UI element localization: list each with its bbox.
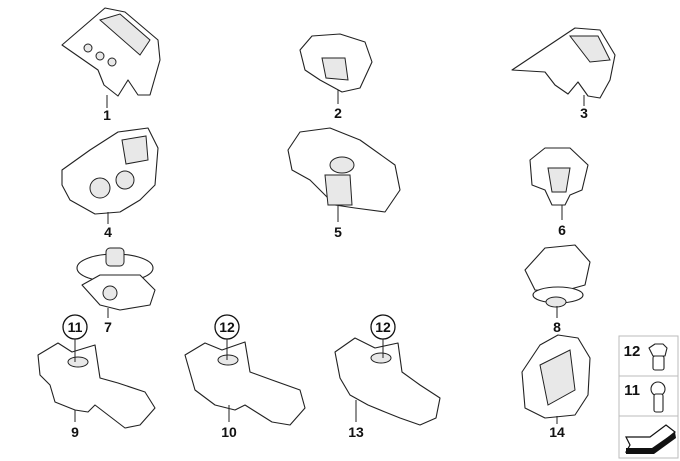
- part-4[interactable]: 4: [61, 127, 159, 240]
- part-label-4: 4: [104, 224, 112, 240]
- short-bolt-icon: [648, 343, 668, 371]
- part-8[interactable]: 8: [524, 244, 591, 335]
- part-13[interactable]: 12 13: [334, 314, 441, 440]
- legend-label-11: 11: [624, 382, 640, 399]
- part-6[interactable]: 6: [529, 147, 589, 238]
- part-label-6: 6: [558, 222, 566, 238]
- part-label-3: 3: [580, 105, 588, 121]
- part-5[interactable]: 5: [287, 127, 401, 240]
- part-label-8: 8: [553, 319, 561, 335]
- part-label-14: 14: [549, 424, 565, 440]
- long-bolt-icon: [650, 381, 666, 413]
- part-label-10: 10: [221, 424, 237, 440]
- callout-11: 11: [68, 319, 83, 335]
- part-14[interactable]: 14: [521, 334, 591, 440]
- part-label-2: 2: [334, 105, 342, 121]
- part-7[interactable]: 7: [76, 247, 156, 335]
- part-9[interactable]: 11 9: [37, 314, 156, 440]
- part-label-13: 13: [348, 424, 364, 440]
- legend-label-12: 12: [624, 343, 641, 360]
- part-2[interactable]: 2: [299, 33, 373, 121]
- part-label-5: 5: [334, 224, 342, 240]
- part-label-1: 1: [103, 107, 111, 123]
- fastener-legend: 12 11: [618, 335, 679, 459]
- navigation-arrow-icon[interactable]: [624, 424, 676, 454]
- part-label-9: 9: [71, 424, 79, 440]
- callout-12: 12: [219, 319, 235, 335]
- part-10[interactable]: 12 10: [184, 314, 306, 440]
- part-1[interactable]: 1: [61, 7, 161, 123]
- part-label-7: 7: [104, 319, 112, 335]
- callout-12-b: 12: [375, 319, 391, 335]
- part-3[interactable]: 3: [511, 27, 616, 121]
